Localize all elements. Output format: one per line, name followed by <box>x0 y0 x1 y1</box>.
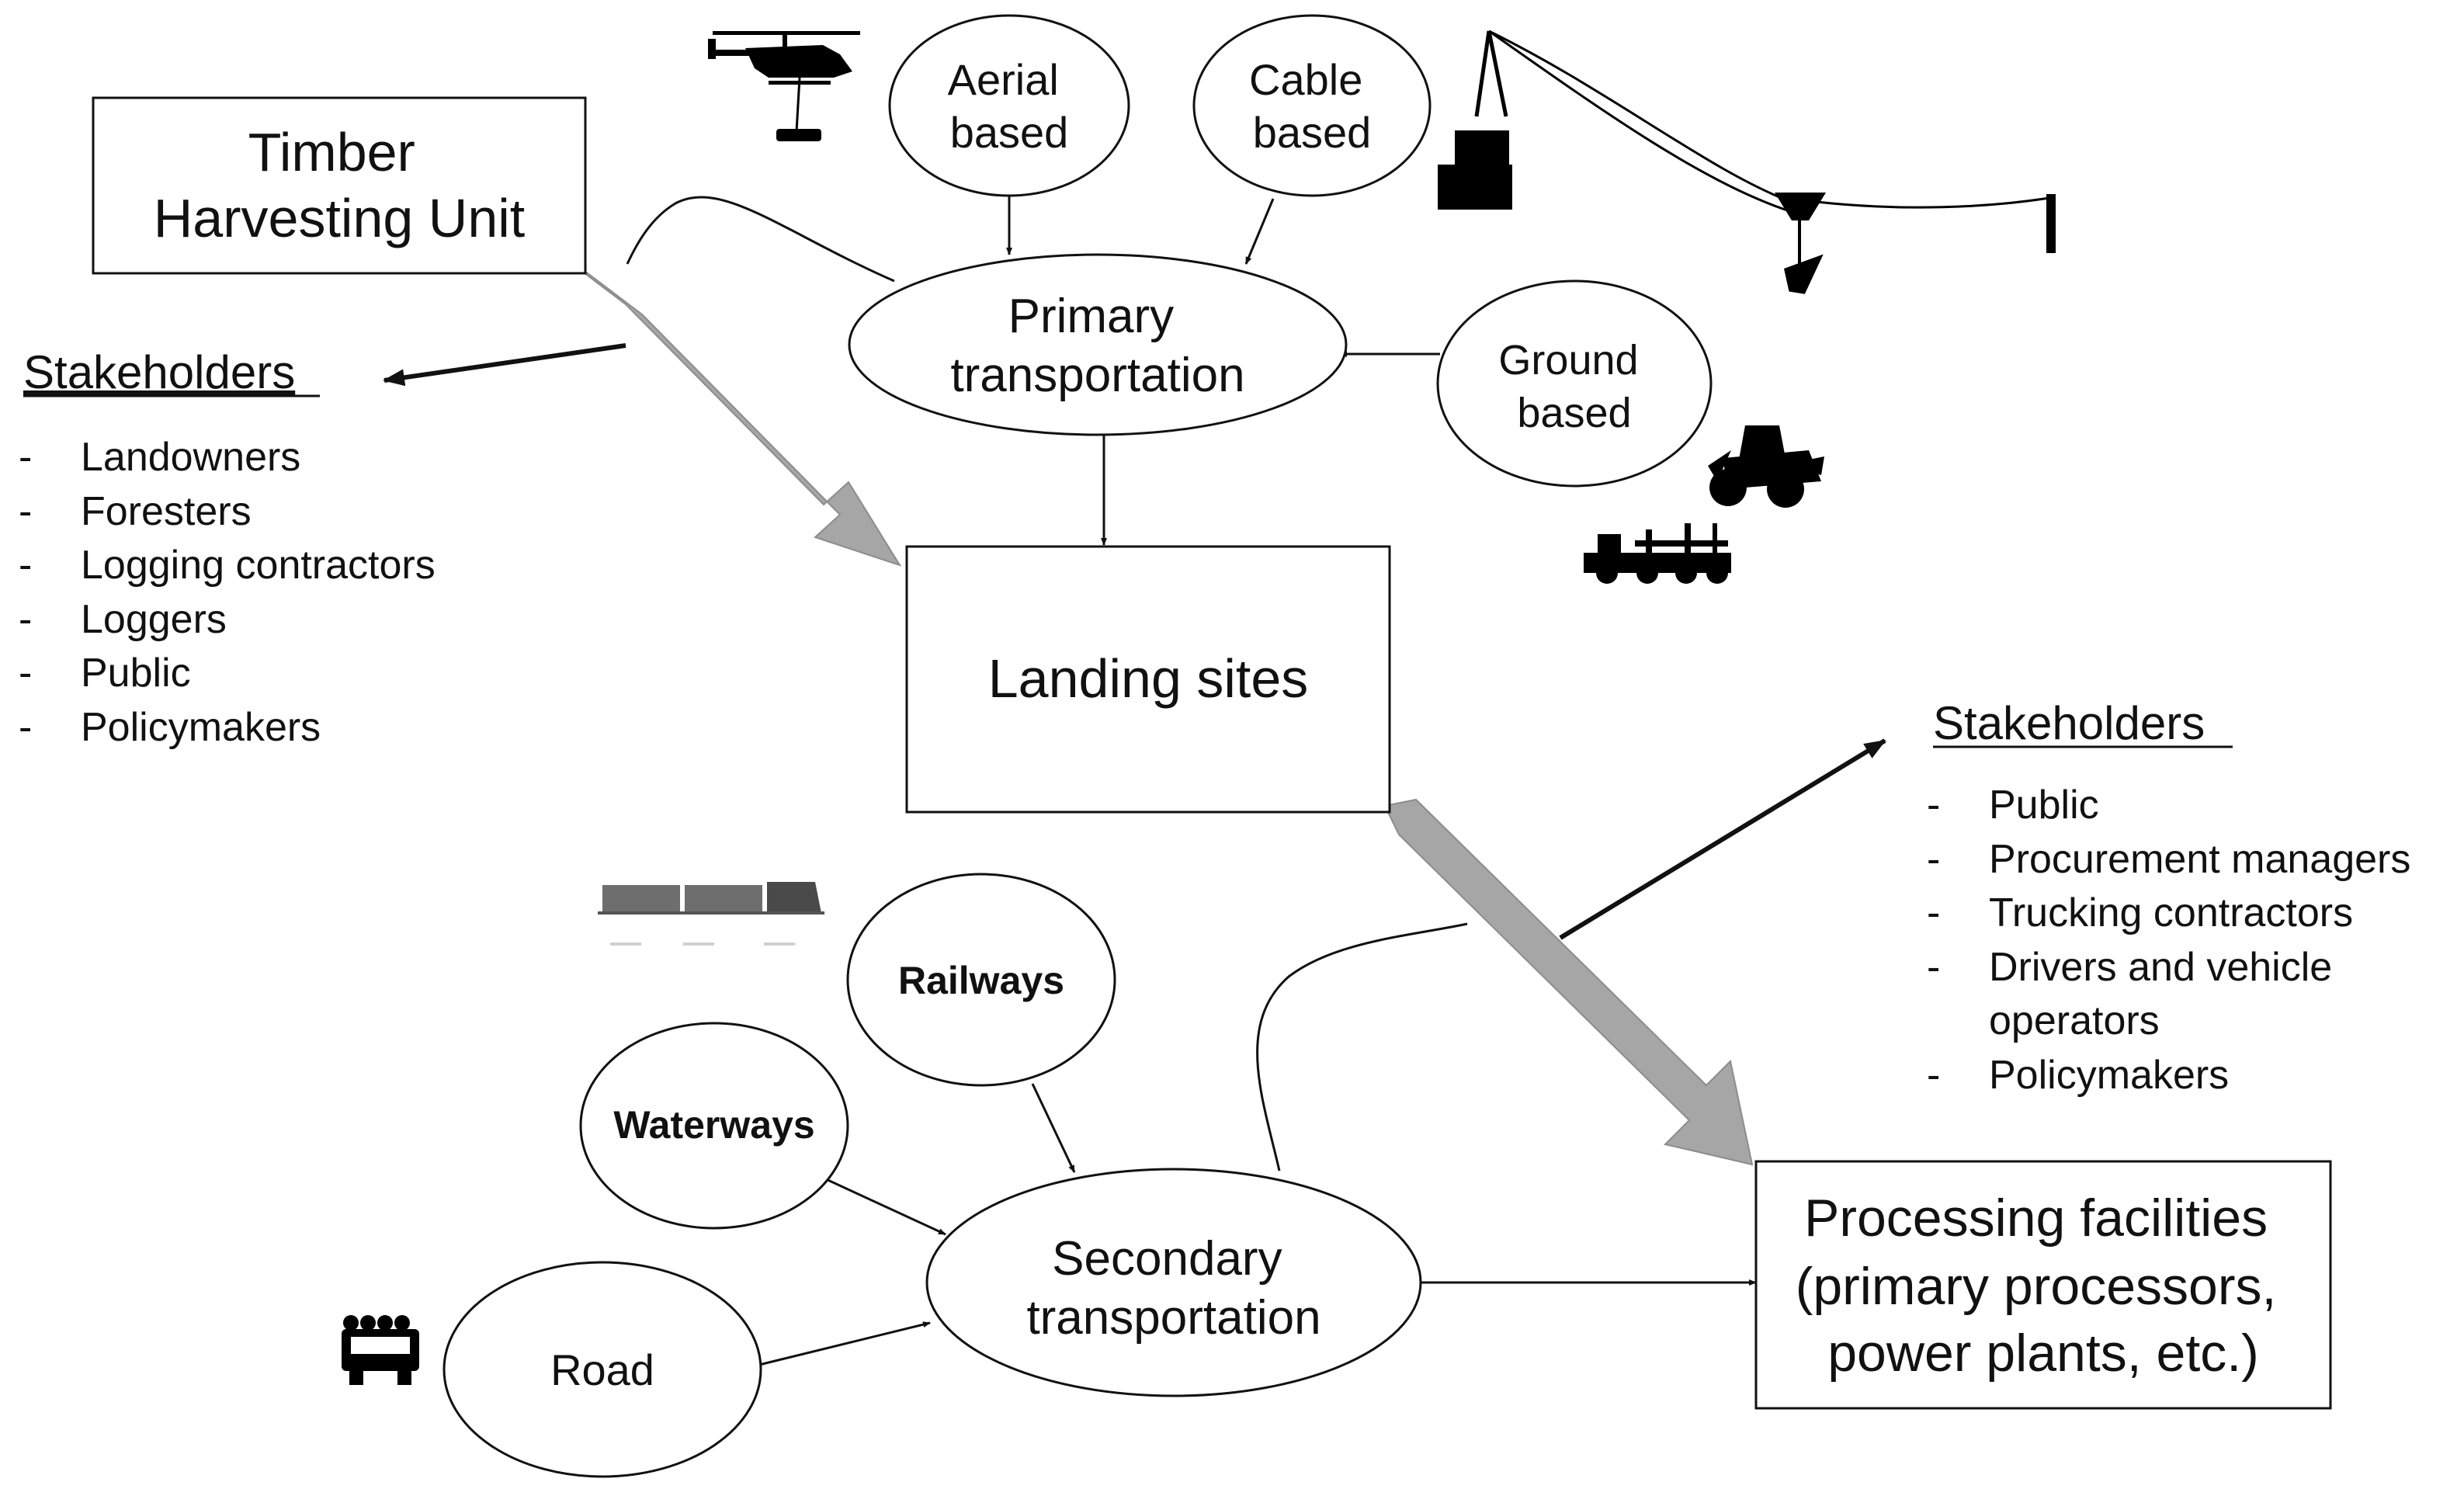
processing-facilities-box <box>1754 1160 2332 1410</box>
stakeholders-left-title: Stakeholders <box>23 346 295 398</box>
log-truck-icon <box>342 1315 419 1385</box>
arrow-railways-to-secondary <box>1031 1083 1076 1173</box>
list-item: Policymakers <box>81 705 321 750</box>
bullet: - <box>1927 1053 1940 1098</box>
bullet: - <box>19 489 32 534</box>
train-icon <box>598 882 824 946</box>
landing-sites-box <box>905 545 1391 814</box>
bullet: - <box>19 651 32 696</box>
stakeholders-right-title: Stakeholders <box>1933 697 2205 749</box>
bullet: - <box>1927 945 1940 990</box>
helicopter-icon <box>708 31 860 141</box>
bullet: - <box>19 597 32 642</box>
skidder-icon <box>1708 425 1824 508</box>
connector-primary-curve <box>626 196 895 283</box>
bullet: - <box>1927 783 1940 828</box>
list-item: Public <box>1989 783 2099 828</box>
secondary-transportation-node <box>925 1168 1422 1397</box>
timber-harvesting-unit-box <box>92 96 587 275</box>
waterways-node <box>579 1022 849 1230</box>
list-item: Public <box>81 651 191 696</box>
bullet: - <box>19 435 32 480</box>
primary-transportation-label: Primary transportation <box>950 290 1244 402</box>
road-node <box>442 1261 762 1478</box>
list-item: Landowners <box>81 435 300 480</box>
stakeholders-left-list: Stakeholders - Landowners - Foresters - … <box>19 346 436 750</box>
stakeholders-right-list: Stakeholders - Public - Procurement mana… <box>1927 697 2410 1098</box>
bullet: - <box>19 705 32 750</box>
list-item: Procurement managers <box>1989 837 2410 882</box>
list-item: Foresters <box>81 489 252 534</box>
railways-label: Railways <box>898 959 1064 1002</box>
primary-transportation-node <box>848 253 1348 436</box>
road-label: Road <box>550 1345 654 1394</box>
aerial-based-label: Aerial based <box>948 55 1071 157</box>
bullet: - <box>19 543 32 588</box>
arrow-road-to-secondary <box>758 1321 931 1366</box>
list-item: Trucking contractors <box>1989 890 2353 935</box>
ground-based-node <box>1436 279 1713 488</box>
ground-based-label: Ground based <box>1498 337 1650 436</box>
list-item: Policymakers <box>1989 1053 2229 1098</box>
stakeholders-left-arrow <box>383 343 626 387</box>
processing-facilities-label: Processing facilities (primary processor… <box>1796 1189 2292 1383</box>
landing-sites-label: Landing sites <box>988 648 1309 709</box>
list-item: operators <box>1989 998 2160 1043</box>
list-item: Loggers <box>81 597 227 642</box>
secondary-transportation-label: Secondary transportation <box>1026 1232 1320 1345</box>
aerial-based-node <box>888 14 1130 197</box>
arrow-cable-to-primary <box>1244 198 1275 265</box>
cable-yarder-icon <box>1438 30 2056 294</box>
bullet: - <box>1927 890 1940 935</box>
connector-secondary-curve <box>1256 922 1468 1171</box>
railways-node <box>846 873 1116 1087</box>
flow-arrow-landing-to-processing <box>1383 798 1754 1166</box>
bullet: - <box>1927 837 1940 882</box>
forwarder-icon <box>1584 523 1731 584</box>
flow-arrow-harvest-to-landing <box>567 260 902 567</box>
timber-harvesting-unit-label: Timber Harvesting Unit <box>154 122 526 248</box>
cable-based-node <box>1192 14 1432 197</box>
waterways-label: Waterways <box>613 1103 814 1147</box>
list-item: Logging contractors <box>81 543 436 588</box>
arrow-waterways-to-secondary <box>824 1177 946 1236</box>
cable-based-label: Cable based <box>1249 55 1375 157</box>
list-item: Drivers and vehicle <box>1989 945 2332 990</box>
stakeholders-right-arrow <box>1559 738 1886 940</box>
